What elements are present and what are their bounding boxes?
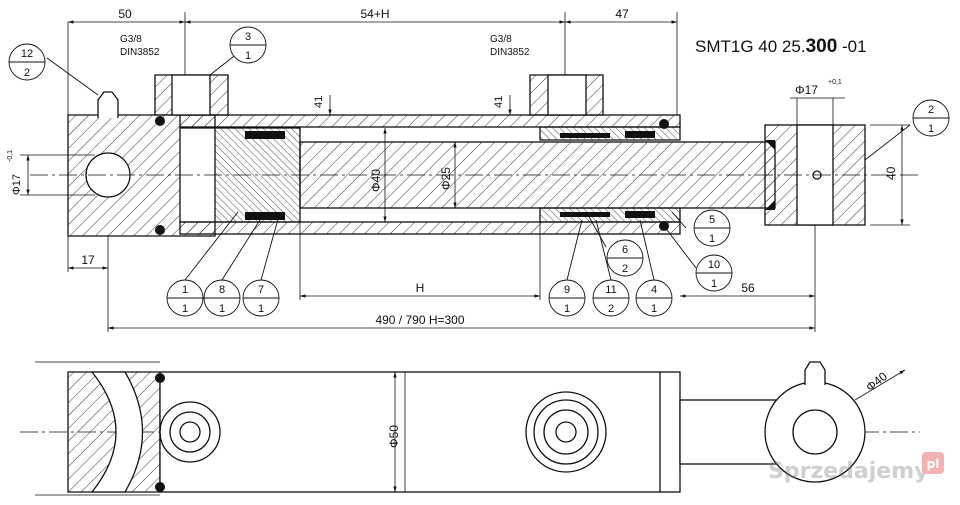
balloon-label: 1 bbox=[219, 303, 225, 315]
balloon-7-1 bbox=[242, 279, 280, 317]
seals bbox=[155, 116, 775, 235]
port-circle-right bbox=[525, 391, 607, 473]
dim-eye-40: 40 bbox=[884, 166, 898, 180]
balloon-label: 12 bbox=[21, 48, 33, 60]
external-view bbox=[20, 361, 920, 496]
dim-total-length: 490 / 790 H=300 bbox=[375, 313, 464, 327]
grease-nipple bbox=[97, 91, 119, 118]
balloon-10-1 bbox=[695, 254, 733, 292]
grease-nipple-side bbox=[804, 361, 826, 385]
balloon-label: 5 bbox=[709, 214, 715, 226]
balloon-label: 1 bbox=[651, 303, 657, 315]
balloon-label: 1 bbox=[564, 303, 570, 315]
balloon-12-2 bbox=[8, 43, 46, 81]
balloon-label: 2 bbox=[928, 104, 934, 116]
balloon-label: 7 bbox=[258, 284, 264, 296]
barrel-wall-bottom bbox=[179, 221, 681, 235]
balloon-2-1 bbox=[912, 99, 950, 137]
dim-41-right: 41 bbox=[493, 96, 505, 108]
end-cap-window bbox=[90, 371, 144, 493]
balloon-label: 1 bbox=[258, 303, 264, 315]
balloon-label: 2 bbox=[608, 303, 614, 315]
balloon-labels: 12 2 3 1 2 1 5 1 6 2 10 1 1 1 8 1 7 1 9 … bbox=[21, 31, 934, 315]
balloon-label: 2 bbox=[24, 67, 30, 79]
balloon-label: 4 bbox=[651, 284, 657, 296]
balloon-label: 1 bbox=[928, 123, 934, 135]
dim-47: 47 bbox=[615, 7, 629, 21]
balloon-label: 1 bbox=[711, 278, 717, 290]
balloon-label: 3 bbox=[245, 31, 251, 43]
barrel-wall-top bbox=[179, 114, 681, 128]
port-circle-left bbox=[159, 401, 221, 463]
balloon-11-2 bbox=[592, 279, 630, 317]
balloon-3-1 bbox=[229, 26, 267, 64]
balloon-label: 2 bbox=[622, 263, 628, 275]
dim-17: 17 bbox=[81, 253, 95, 267]
watermark-badge bbox=[922, 452, 944, 474]
dim-eye-tol: +0,1 bbox=[828, 79, 842, 86]
port-left-std: DIN3852 bbox=[120, 47, 160, 58]
dim-54h: 54+H bbox=[360, 7, 389, 21]
dim-rod-25: Φ25 bbox=[439, 167, 453, 190]
balloon-6-2 bbox=[606, 239, 644, 277]
balloons bbox=[8, 26, 950, 317]
balloon-5-1 bbox=[693, 209, 731, 247]
balloon-label: 1 bbox=[182, 284, 188, 296]
section-view bbox=[30, 74, 920, 237]
dim-eye-outer-40: Φ40 bbox=[863, 369, 890, 394]
balloon-label: 8 bbox=[219, 284, 225, 296]
barrel-outline bbox=[159, 371, 681, 493]
dimension-lines bbox=[20, 12, 910, 332]
balloon-label: 1 bbox=[709, 233, 715, 245]
dimension-texts: 50 54+H 47 41 41 17 56 H 490 / 790 H=300… bbox=[7, 7, 898, 327]
balloon-label: 1 bbox=[182, 303, 188, 315]
balloon-8-1 bbox=[203, 279, 241, 317]
dim-pin-tol: -0,1 bbox=[7, 150, 14, 162]
dim-h: H bbox=[416, 281, 425, 295]
balloon-label: 11 bbox=[605, 284, 616, 296]
dim-56: 56 bbox=[741, 281, 755, 295]
dim-50: 50 bbox=[118, 7, 132, 21]
balloon-label: 1 bbox=[245, 50, 251, 62]
watermark-badge-text: pl bbox=[927, 457, 940, 471]
dim-pin-17: Φ17 bbox=[11, 174, 23, 195]
balloon-label: 10 bbox=[708, 259, 720, 271]
port-left-thread: G3/8 bbox=[120, 34, 142, 45]
dim-body-50: Φ50 bbox=[387, 425, 401, 448]
balloon-label: 9 bbox=[564, 284, 570, 296]
balloon-1-1 bbox=[166, 279, 204, 317]
balloon-4-1 bbox=[635, 279, 673, 317]
dim-bore-40: Φ40 bbox=[369, 169, 383, 192]
part-number: SMT1G 40 25.300 -01 bbox=[695, 36, 867, 57]
balloon-label: 6 bbox=[622, 244, 628, 256]
watermark-text: Sprzedajemy bbox=[768, 459, 929, 484]
port-bore-left bbox=[171, 74, 211, 116]
port-right-std: DIN3852 bbox=[490, 47, 530, 58]
port-right-thread: G3/8 bbox=[490, 34, 512, 45]
watermark: Sprzedajemy pl bbox=[768, 452, 944, 484]
dim-eye-17: Φ17 bbox=[795, 83, 818, 97]
dim-41-left: 41 bbox=[313, 96, 325, 108]
rod-outline bbox=[679, 399, 781, 465]
balloon-9-1 bbox=[548, 279, 586, 317]
port-bore-right bbox=[547, 74, 587, 116]
